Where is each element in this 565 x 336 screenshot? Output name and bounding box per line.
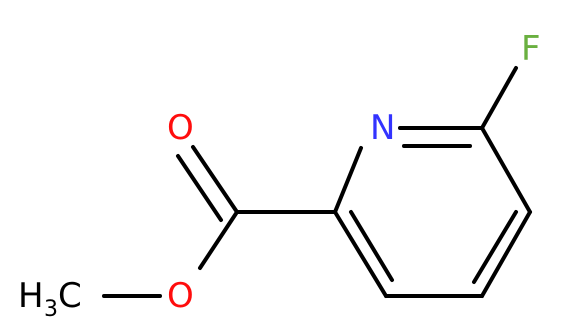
bond-c5-c4-inner xyxy=(472,210,518,284)
bond-c-oester xyxy=(198,210,239,270)
ester-oxygen-label: O xyxy=(167,276,194,316)
bond-c3-c2-inner xyxy=(349,210,394,282)
bond-c-o-double-b xyxy=(176,154,223,222)
methyl-label: H 3 C xyxy=(18,276,82,322)
methyl-c-symbol: C xyxy=(58,276,82,316)
fluorine-label: F xyxy=(521,29,541,69)
bond-c2-n1 xyxy=(333,146,363,214)
carbonyl-oxygen-label: O xyxy=(167,108,194,148)
bond-c6-f xyxy=(480,66,518,130)
nitrogen-label: N xyxy=(370,108,395,148)
bond-c5-c4 xyxy=(480,210,532,298)
bond-c6-c5 xyxy=(480,126,532,214)
bond-c-o-double-a xyxy=(191,145,239,214)
methyl-subscript: 3 xyxy=(44,297,58,322)
bond-c3-c2 xyxy=(333,210,388,298)
methyl-h-symbol: H xyxy=(18,276,44,316)
